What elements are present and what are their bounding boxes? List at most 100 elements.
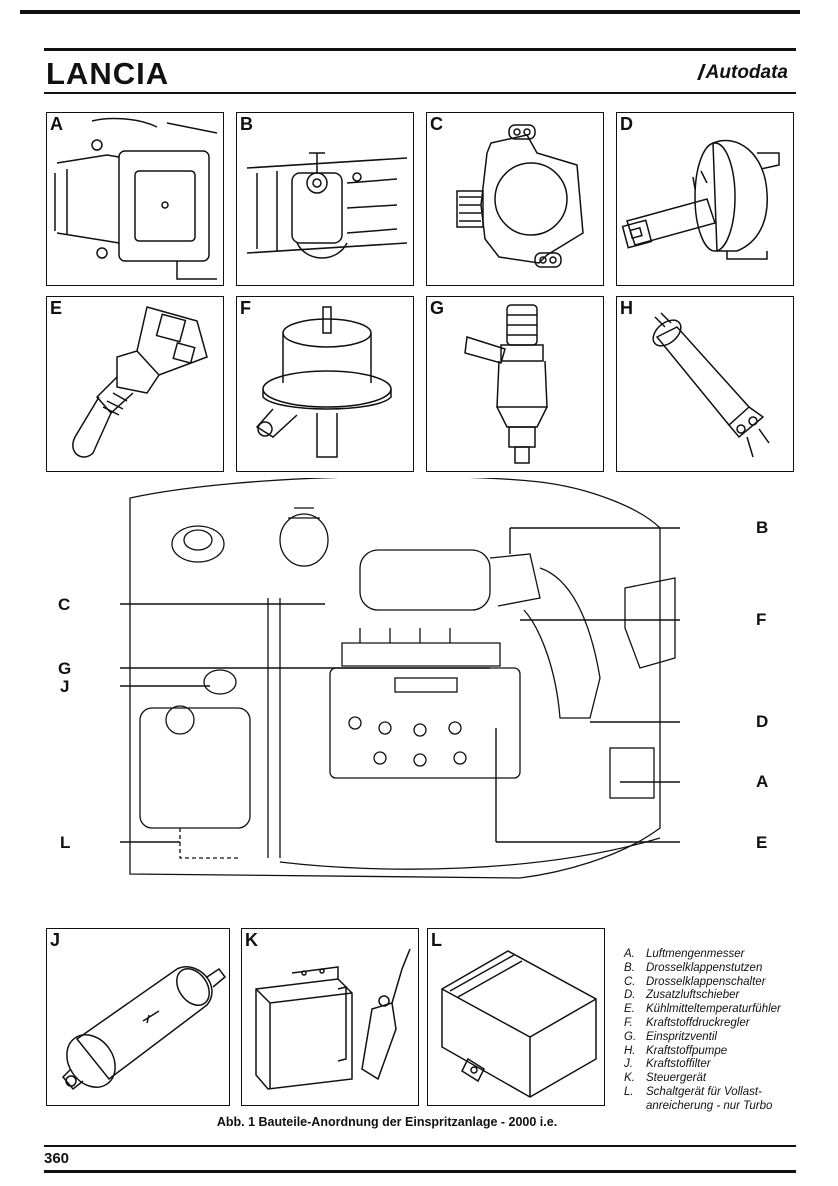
battery-box	[624, 577, 676, 669]
fuel-pressure-regulator-icon	[255, 306, 392, 458]
legend-text: Zusatzluftschieber	[646, 989, 740, 1002]
engine-bay-illustration	[120, 478, 680, 879]
legend-row: F. Kraftstoffdruckregler	[624, 1017, 781, 1031]
legend-row: J. Kraftstoffilter	[624, 1058, 781, 1072]
legend-key: A.	[624, 948, 635, 960]
control-unit-icon	[255, 948, 411, 1090]
throttle-switch-icon	[456, 124, 584, 268]
engine-bay-outline	[129, 478, 661, 879]
panel-letter: F	[240, 298, 251, 318]
panel-letter: H	[620, 298, 633, 318]
panel-k: K	[241, 928, 419, 1106]
footer-rule-bottom	[44, 1170, 796, 1173]
panel-letter: E	[50, 298, 63, 318]
panel-b: B	[236, 112, 414, 286]
callout-right-3: D	[756, 712, 769, 731]
legend-text: Schaltgerät für Vollast- anreicherung - …	[646, 1085, 773, 1112]
callout-right-2: F	[756, 610, 767, 629]
intake-plenum	[359, 549, 491, 611]
legend-row: B. Drosselklappenstutzen	[624, 962, 781, 976]
legend-text: Luftmengenmesser	[646, 948, 745, 960]
legend-key: F.	[624, 1016, 633, 1029]
panel-j: J	[46, 928, 230, 1106]
legend-text: Steuergerät	[646, 1072, 707, 1085]
legend-row: C. Drosselklappenschalter	[624, 976, 781, 990]
engine-block	[329, 667, 521, 779]
callout-left-1: C	[58, 595, 71, 614]
legend-row: D. Zusatzluftschieber	[624, 989, 781, 1003]
legend-key: E.	[624, 1003, 635, 1016]
air-flow-meter	[609, 747, 655, 799]
legend-text: Kühlmitteltemperaturfühler	[646, 1003, 781, 1016]
panel-letter: C	[430, 114, 443, 134]
panel-c: C	[426, 112, 604, 286]
panel-letter: D	[620, 114, 633, 134]
air-duct	[523, 567, 601, 719]
figure-caption: Abb. 1 Bauteile-Anordnung der Einspritza…	[0, 1115, 838, 1129]
strut-brace	[267, 598, 281, 858]
legend-key: B.	[624, 961, 635, 974]
legend-text: Einspritzventil	[646, 1030, 717, 1043]
brand-title: LANCIA	[46, 56, 170, 91]
fuel-filter-icon	[61, 966, 227, 1091]
panel-e: E	[46, 296, 224, 472]
lower-harness	[279, 837, 661, 870]
panel-letter: A	[50, 114, 63, 134]
component-legend: A. Luftmengenmesser B. Drosselklappenstutz…	[624, 948, 781, 1114]
page-number: 360	[44, 1150, 70, 1167]
fuel-pump-icon	[652, 312, 770, 458]
callout-right-5: E	[756, 833, 768, 852]
figure-caption-text: Abb. 1 Bauteile-Anordnung der Einspritza…	[216, 1115, 558, 1129]
legend-row: A. Luftmengenmesser	[624, 948, 781, 962]
legend-text: Kraftstoffdruckregler	[646, 1016, 750, 1029]
legend-key: L.	[624, 1085, 634, 1098]
panel-d: D	[616, 112, 794, 286]
slash-icon	[696, 64, 706, 80]
legend-row: H. Kraftstoffpumpe	[624, 1045, 781, 1059]
coolant-temp-sensor-icon	[72, 306, 208, 458]
legend-text: Kraftstoffpumpe	[646, 1044, 728, 1057]
legend-key: H.	[624, 1044, 636, 1057]
legend-text: Drosselklappenschalter	[646, 975, 766, 988]
legend-key: D.	[624, 989, 636, 1002]
panel-letter: B	[240, 114, 253, 134]
callout-left-2: G	[58, 659, 72, 678]
legend-row: G. Einspritzventil	[624, 1031, 781, 1045]
legend-key: J.	[624, 1058, 633, 1071]
callout-right-1: B	[756, 518, 769, 537]
legend-text: Kraftstoffilter	[646, 1058, 711, 1071]
top-rule-thick	[20, 10, 800, 14]
fuel-rail	[341, 642, 501, 667]
callout-left-4: L	[60, 833, 71, 852]
panel-letter: J	[50, 930, 61, 950]
callout-right-4: A	[756, 772, 769, 791]
legend-key: C.	[624, 975, 636, 988]
throttle-housing-icon	[246, 152, 408, 259]
coolant-reservoir	[139, 707, 251, 829]
auxiliary-air-valve-icon	[621, 139, 780, 260]
legend-row: K. Steuergerät	[624, 1072, 781, 1086]
panel-letter: L	[431, 930, 442, 950]
engine-badge	[394, 677, 458, 693]
legend-key: K.	[624, 1072, 635, 1085]
panel-a: A	[46, 112, 224, 286]
legend-row: L. Schaltgerät für Vollast- anreicherung …	[624, 1086, 781, 1114]
legend-key: G.	[624, 1030, 637, 1043]
panel-h: H	[616, 296, 794, 472]
publisher-logo: Autodata	[696, 62, 788, 84]
legend-text: Drosselklappenstutzen	[646, 961, 763, 974]
callout-left-3: J	[60, 677, 70, 696]
airflow-meter-icon	[54, 117, 218, 280]
brake-reservoir	[279, 513, 329, 567]
panel-letter: G	[430, 298, 445, 318]
legend-row: E. Kühlmitteltemperaturfühler	[624, 1003, 781, 1017]
strut-top-left	[171, 525, 225, 563]
footer-rule-top	[44, 1145, 796, 1147]
panel-letter: K	[245, 930, 258, 950]
panel-g: G	[426, 296, 604, 472]
panel-f: F	[236, 296, 414, 472]
header-rule-bottom	[44, 92, 796, 94]
panel-l: L	[427, 928, 605, 1106]
full-load-switch-unit-icon	[441, 950, 597, 1098]
publisher-name: Autodata	[705, 62, 788, 83]
